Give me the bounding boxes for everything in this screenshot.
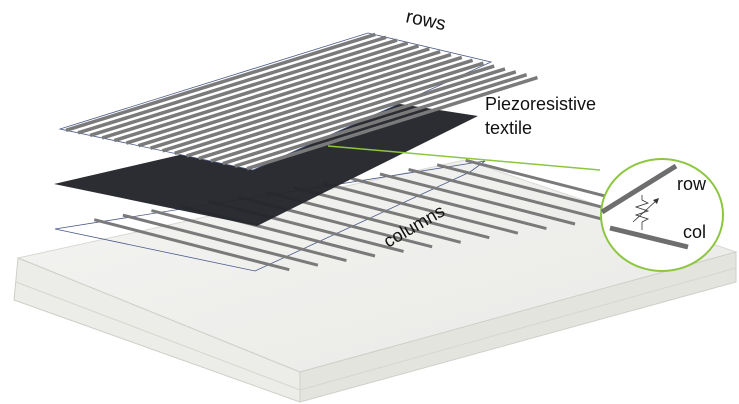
row-electrode: [246, 75, 538, 171]
mattress: [13, 159, 738, 403]
textile-label-line1: Piezoresistive: [485, 94, 596, 114]
inset-col-electrode: [609, 225, 689, 250]
column-electrode: [379, 172, 576, 226]
row-electrode: [198, 64, 495, 161]
row-electrode: [89, 38, 398, 138]
column-electrode: [408, 167, 604, 221]
row-electrode: [210, 67, 506, 163]
inset-circle: [600, 158, 724, 272]
row-electrode: [222, 70, 517, 166]
callout-line: [327, 145, 601, 171]
row-electrode: [174, 58, 474, 156]
mattress-side: [299, 251, 737, 403]
row-electrode: [125, 47, 430, 145]
column-electrode: [351, 177, 547, 231]
row-electrode: [65, 32, 376, 132]
row-electrode: [137, 50, 441, 148]
column-electrode: [322, 181, 519, 235]
inset-row-label: row: [677, 174, 707, 194]
column-electrode: [436, 163, 633, 217]
row-electrode: [101, 41, 409, 140]
row-layer: [58, 32, 538, 171]
inset-row-electrode: [600, 163, 678, 215]
piezoresistive-textile: [54, 104, 478, 226]
inset-detail: [600, 158, 724, 272]
row-electrode: [186, 61, 484, 158]
textile-label-line2: textile: [485, 118, 532, 138]
row-electrode: [162, 55, 463, 153]
row-electrode: [113, 44, 420, 143]
column-electrode: [93, 218, 290, 272]
rows-label: rows: [404, 6, 448, 35]
row-electrode: [77, 35, 387, 135]
column-electrode: [151, 209, 347, 263]
row-electrode: [149, 52, 452, 150]
column-electrode: [122, 213, 319, 267]
variable-resistor-icon: [634, 195, 650, 230]
resistor-arrow: [632, 199, 658, 223]
column-electrode: [293, 186, 490, 240]
row-electrode: [234, 73, 528, 168]
inset-col-label: col: [683, 222, 706, 242]
